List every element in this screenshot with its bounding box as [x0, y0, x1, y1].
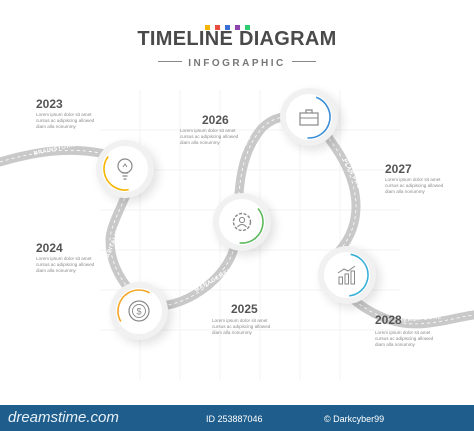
year-2028: 2028	[375, 313, 402, 327]
stock-brand: dreamstime.com	[8, 409, 119, 426]
year-2026: 2026	[202, 113, 229, 127]
lightbulb-icon	[117, 158, 133, 180]
accent-dot	[235, 25, 240, 30]
milestone-2026-text: Lorem ipsum dolor sit amet cursus ac adi…	[180, 128, 239, 145]
milestone-2027-text: Lorem ipsum dolor sit amet cursus ac adi…	[385, 177, 444, 194]
page-title: TIMELINE DIAGRAM	[137, 28, 337, 50]
subtitle-row: INFOGRAPHIC	[0, 53, 474, 71]
milestone-2025-text: Lorem ipsum dolor sit amet cursus ac adi…	[212, 318, 271, 335]
author-credit: © Darkcyber99	[324, 414, 385, 424]
road-label-reach-goal: REACH GOAL	[399, 314, 442, 324]
briefcase-icon	[299, 109, 319, 126]
image-id: ID 253887046	[206, 414, 263, 424]
road-label-management: MANAGEMENT	[194, 266, 237, 294]
stock-footer: dreamstime.com ID 253887046 © Darkcyber9…	[0, 405, 474, 431]
milestone-2028-text: Lorem ipsum dolor sit amet cursus ac adi…	[375, 330, 434, 347]
milestone-2024-node[interactable]: $	[110, 282, 168, 340]
gear-person-icon	[232, 212, 252, 232]
divider	[158, 61, 183, 63]
accent-dot	[245, 25, 250, 30]
header-accent-dots	[205, 17, 255, 35]
year-2024: 2024	[36, 241, 63, 255]
milestone-2028-node[interactable]	[318, 246, 376, 304]
milestone-2023-text: Lorem ipsum dolor sit amet cursus ac adi…	[36, 112, 95, 129]
milestone-2025-node[interactable]	[213, 193, 271, 251]
progress-ring	[220, 200, 264, 244]
milestone-2026-node[interactable]	[280, 88, 338, 146]
page-subtitle: INFOGRAPHIC	[188, 58, 286, 69]
progress-ring	[103, 147, 147, 191]
accent-dot	[225, 25, 230, 30]
accent-dot	[215, 25, 220, 30]
year-2025: 2025	[231, 302, 258, 316]
divider	[291, 61, 316, 63]
year-2023: 2023	[36, 97, 63, 111]
progress-ring	[117, 289, 161, 333]
growth-chart-icon	[337, 265, 356, 285]
year-2027: 2027	[385, 162, 412, 176]
milestone-2023-node[interactable]	[96, 140, 154, 198]
milestone-2024-text: Lorem ipsum dolor sit amet cursus ac adi…	[36, 256, 95, 273]
svg-text:$: $	[136, 307, 141, 317]
progress-ring	[325, 253, 369, 297]
progress-ring	[287, 95, 331, 139]
diagram-canvas: BRAINSTORM CAPITALIZE ANALYSIS MANAGEMEN…	[0, 17, 474, 380]
accent-dot	[205, 25, 210, 30]
dollar-coin-icon: $	[128, 300, 150, 322]
